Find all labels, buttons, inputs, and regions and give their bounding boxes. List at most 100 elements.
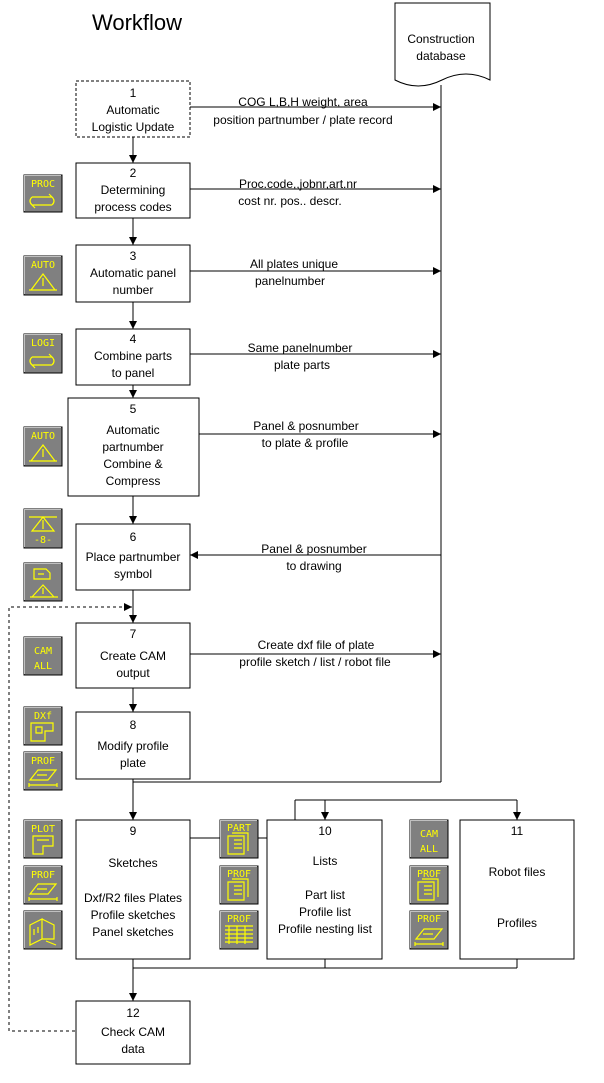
proc-icon[interactable]: PROC xyxy=(23,174,63,213)
step-text: Sketches xyxy=(108,856,157,870)
step-text: Automatic panel xyxy=(90,266,176,280)
svg-text:PROF: PROF xyxy=(31,756,55,767)
logi-icon[interactable]: LOGI xyxy=(23,333,63,374)
feedback-loop xyxy=(8,603,132,1032)
panel-sketch-icon[interactable] xyxy=(23,910,63,950)
step-3: 3 Automatic panel number xyxy=(75,244,191,303)
step-text: Create CAM xyxy=(100,649,166,663)
svg-text:-8-: -8- xyxy=(34,535,52,546)
page-title: Workflow xyxy=(92,10,182,35)
step-text: to panel xyxy=(112,366,155,380)
step-number: 8 xyxy=(130,718,137,732)
step-text: process codes xyxy=(94,200,171,214)
svg-text:LOGI: LOGI xyxy=(31,338,55,349)
dxf-icon[interactable]: DXf xyxy=(23,706,63,746)
step-text: Combine parts xyxy=(94,349,172,363)
step-6: 6 Place partnumber symbol xyxy=(75,523,191,591)
step-number: 3 xyxy=(130,249,137,263)
step-text: Part list xyxy=(305,888,346,902)
step-text: Panel sketches xyxy=(92,925,173,939)
partnumber-symbol-icon[interactable]: -8- xyxy=(23,508,63,549)
flow-label: cost nr. pos.. descr. xyxy=(238,194,341,208)
svg-text:AUTO: AUTO xyxy=(31,260,55,271)
place-symbol-icon[interactable] xyxy=(23,562,63,602)
step-number: 2 xyxy=(130,166,137,180)
step-4: 4 Combine parts to panel xyxy=(75,328,191,386)
data-flow-arrows xyxy=(190,103,441,658)
step-number: 6 xyxy=(130,530,137,544)
flow-label: profile sketch / list / robot file xyxy=(239,655,391,669)
svg-text:PROF: PROF xyxy=(417,914,441,925)
step-11: 11 Robot files Profiles xyxy=(459,819,575,960)
prof-icon[interactable]: PROF xyxy=(409,865,449,905)
flow-label: to drawing xyxy=(286,559,341,573)
svg-text:PROF: PROF xyxy=(31,870,55,881)
step-text: symbol xyxy=(114,567,152,581)
step-text: Automatic xyxy=(106,103,159,117)
part-list-icon[interactable]: PART xyxy=(219,819,259,859)
step-9: 9 Sketches Dxf/R2 files Plates Profile s… xyxy=(75,819,191,960)
step-5: 5 Automatic partnumber Combine & Compres… xyxy=(67,397,200,497)
svg-text:PROF: PROF xyxy=(417,869,441,880)
step-7: 7 Create CAM output xyxy=(75,622,191,689)
svg-text:AUTO: AUTO xyxy=(31,431,55,442)
flow-label: plate parts xyxy=(274,358,330,372)
step-text: Automatic xyxy=(106,423,159,437)
database-label-line1: Construction xyxy=(407,32,474,46)
svg-text:PROF: PROF xyxy=(227,914,251,925)
step-text: data xyxy=(121,1042,145,1056)
step-text: Profile list xyxy=(299,905,352,919)
step-text: Robot files xyxy=(489,865,546,879)
svg-text:PROC: PROC xyxy=(31,179,55,190)
flow-label: to plate & profile xyxy=(262,436,349,450)
step-number: 1 xyxy=(130,86,137,100)
plot-icon[interactable]: PLOT xyxy=(23,819,63,859)
svg-text:CAM: CAM xyxy=(420,829,438,840)
step-text: Modify profile xyxy=(97,739,169,753)
step-text: output xyxy=(116,666,150,680)
step-text: partnumber xyxy=(102,440,163,454)
step-text: Determining xyxy=(101,183,166,197)
step-text: Place partnumber xyxy=(86,550,181,564)
step-text: Combine & xyxy=(103,457,162,471)
cam-all-icon[interactable]: CAM ALL xyxy=(409,819,449,859)
prof-robot-icon[interactable]: PROF xyxy=(409,910,449,950)
step-text: Compress xyxy=(106,474,161,488)
flow-label: Panel & posnumber xyxy=(261,542,366,556)
step-1: 1 Automatic Logistic Update xyxy=(75,80,191,138)
profile-list-icon[interactable]: PROF xyxy=(219,865,259,905)
svg-text:DXf: DXf xyxy=(34,711,52,722)
step-text: number xyxy=(113,283,154,297)
svg-text:PROF: PROF xyxy=(227,869,251,880)
step-number: 7 xyxy=(130,627,137,641)
cam-all-icon[interactable]: CAM ALL xyxy=(23,636,63,676)
svg-text:PART: PART xyxy=(227,823,251,834)
flow-label: Proc.code,,jobnr,art.nr xyxy=(239,177,357,191)
step-text: Profile nesting list xyxy=(278,922,373,936)
step-number: 11 xyxy=(511,824,524,838)
database-label-line2: database xyxy=(416,49,466,63)
svg-text:ALL: ALL xyxy=(34,661,52,672)
construction-database: Construction database xyxy=(394,2,491,87)
flow-label: position partnumber / plate record xyxy=(213,113,392,127)
prof-icon[interactable]: PROF xyxy=(23,751,63,791)
step-text: Dxf/R2 files Plates xyxy=(84,891,182,905)
step-text: plate xyxy=(120,756,146,770)
step-8: 8 Modify profile plate xyxy=(75,711,191,780)
svg-text:CAM: CAM xyxy=(34,646,52,657)
step-text: Check CAM xyxy=(101,1025,165,1039)
prof-icon[interactable]: PROF xyxy=(23,865,63,905)
flow-label: panelnumber xyxy=(255,274,325,288)
step-text: Profiles xyxy=(497,916,537,930)
step-10: 10 Lists Part list Profile list Profile … xyxy=(266,819,383,960)
auto-icon[interactable]: AUTO xyxy=(23,255,63,296)
step-text: Profile sketches xyxy=(91,908,176,922)
step-number: 5 xyxy=(130,402,137,416)
step-number: 9 xyxy=(130,824,137,838)
auto-icon[interactable]: AUTO xyxy=(23,426,63,467)
flow-label: All plates unique xyxy=(250,257,338,271)
step-text: Logistic Update xyxy=(92,120,175,134)
flow-label: Create dxf file of plate xyxy=(258,638,375,652)
step-number: 10 xyxy=(318,824,332,838)
profile-nesting-icon[interactable]: PROF xyxy=(219,910,259,950)
